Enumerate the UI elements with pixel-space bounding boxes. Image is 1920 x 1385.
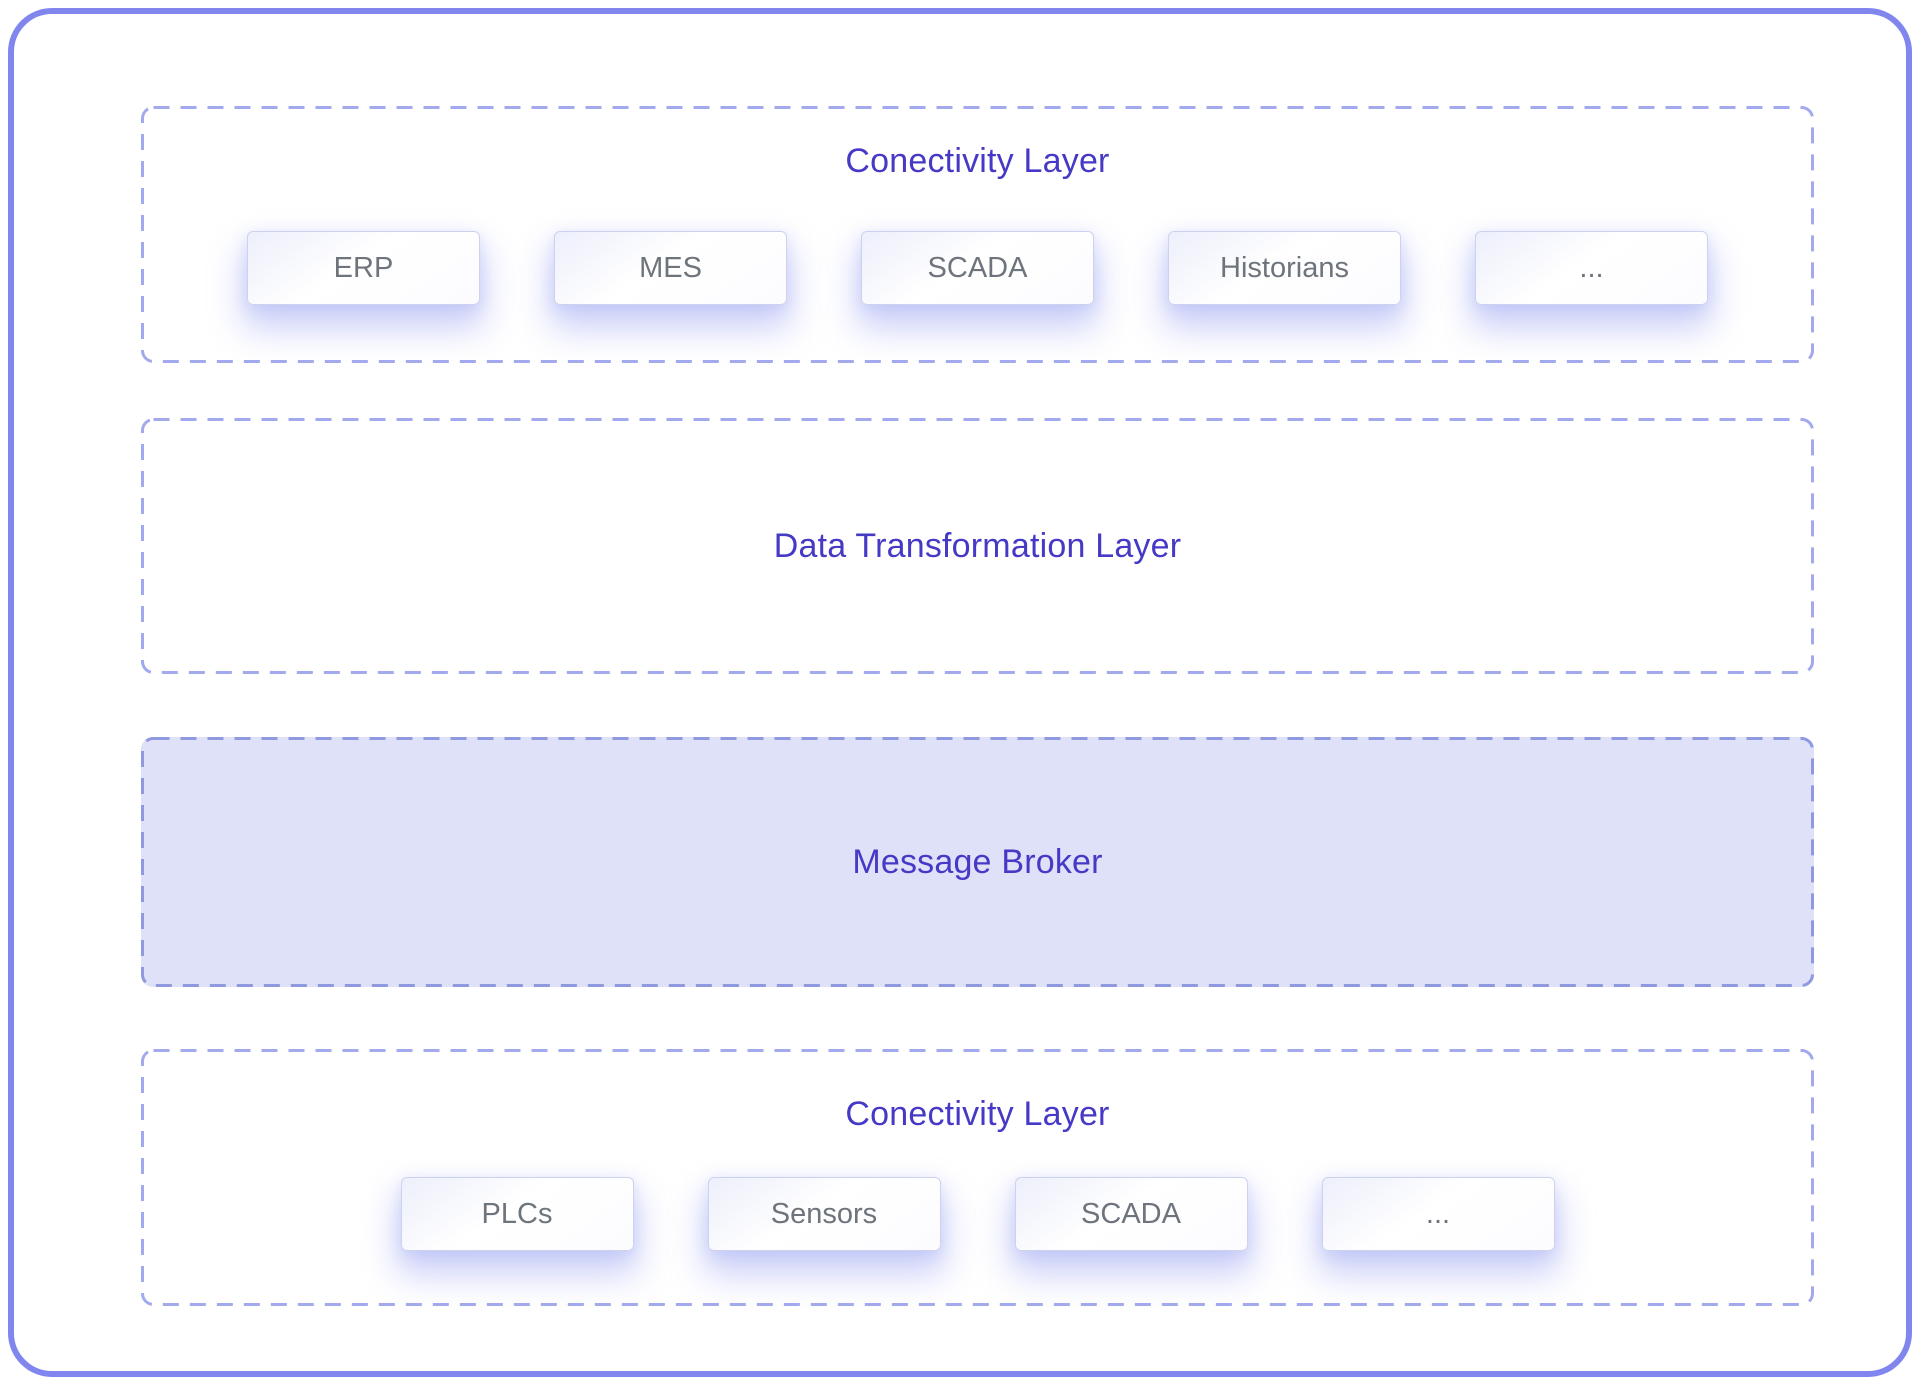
node-ellipsis-bottom-label: ...	[1425, 1197, 1451, 1230]
node-erp: ERP	[247, 231, 480, 305]
node-ellipsis-top: ...	[1475, 231, 1708, 305]
node-scada-bottom-label: SCADA	[1081, 1197, 1181, 1230]
node-historians: Historians	[1168, 231, 1401, 305]
section-data-transformation: Data Transformation Layer	[141, 418, 1814, 674]
connectivity-bottom-node-row: PLCs Sensors SCADA ...	[141, 1177, 1814, 1251]
node-plcs-label: PLCs	[481, 1197, 553, 1230]
node-historians-label: Historians	[1220, 251, 1349, 284]
message-broker-title: Message Broker	[852, 843, 1103, 881]
node-mes-label: MES	[639, 251, 702, 284]
node-sensors-label: Sensors	[770, 1197, 878, 1230]
node-sensors: Sensors	[707, 1177, 941, 1251]
data-transformation-title: Data Transformation Layer	[773, 527, 1182, 565]
node-scada-top: SCADA	[861, 231, 1094, 305]
section-connectivity-top: Conectivity Layer ERP MES SCADA Historia…	[141, 106, 1814, 363]
node-mes: MES	[554, 231, 787, 305]
section-connectivity-bottom: Conectivity Layer PLCs Sensors SCADA ...	[141, 1049, 1814, 1306]
node-scada-top-label: SCADA	[927, 251, 1028, 284]
diagram-outer-frame: Conectivity Layer ERP MES SCADA Historia…	[8, 8, 1912, 1377]
node-plcs: PLCs	[400, 1177, 634, 1251]
node-ellipsis-top-label: ...	[1579, 251, 1604, 284]
connectivity-top-node-row: ERP MES SCADA Historians ...	[141, 231, 1814, 305]
connectivity-bottom-title: Conectivity Layer	[845, 1095, 1110, 1133]
node-ellipsis-bottom: ...	[1321, 1177, 1555, 1251]
section-message-broker: Message Broker	[141, 737, 1814, 987]
node-scada-bottom: SCADA	[1014, 1177, 1248, 1251]
node-erp-label: ERP	[333, 251, 394, 284]
connectivity-top-title: Conectivity Layer	[845, 142, 1110, 180]
